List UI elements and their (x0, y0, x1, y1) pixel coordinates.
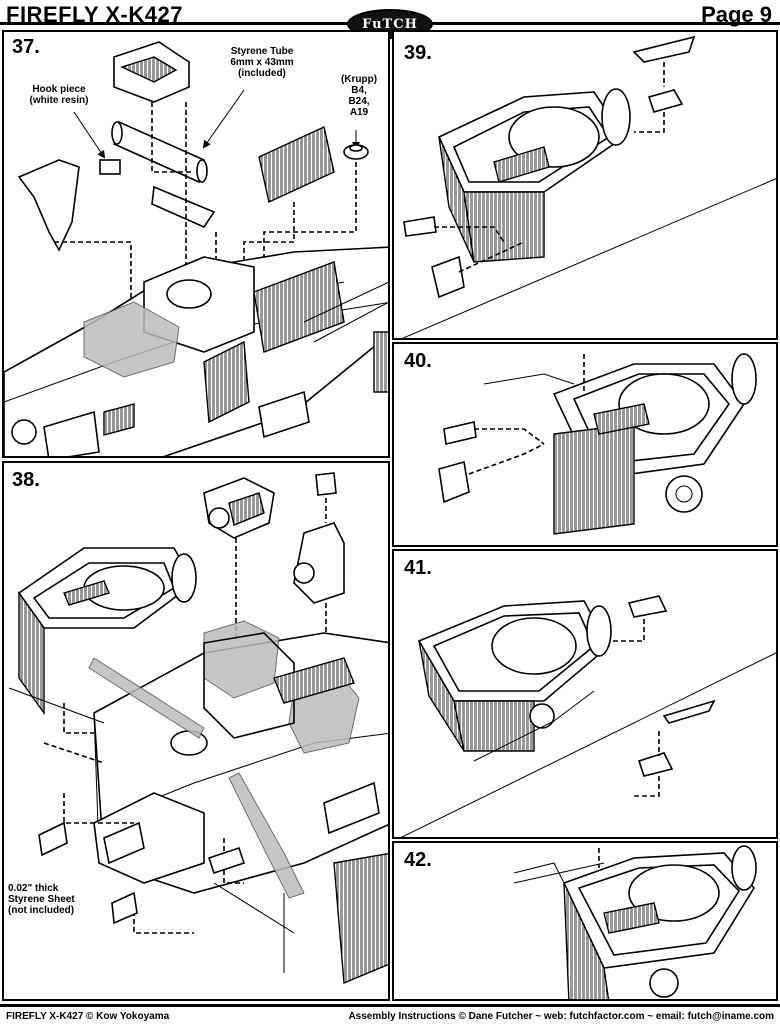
step-42-number: 42. (404, 849, 432, 871)
page-number: Page 9 (701, 2, 772, 27)
step-41-panel: 41. (392, 549, 778, 839)
step-40-illustration (394, 344, 757, 535)
step-37-panel: 37. Hook piece (white resin) Styrene Tub… (2, 30, 390, 458)
step-41-number: 41. (404, 557, 432, 579)
styrene-tube-label: Styrene Tube 6mm x 43mm (included) (230, 46, 294, 79)
step-40-number: 40. (404, 350, 432, 372)
step-39-illustration (402, 35, 776, 338)
logo-text: FuTCH (362, 16, 418, 32)
step-38-illustration (8, 472, 388, 985)
step-39-panel: 39. (392, 30, 778, 340)
styrene-sheet-label: 0.02" thick Styrene Sheet (not included) (8, 883, 75, 916)
krupp-label: (Krupp) B4, B24, A19 (340, 74, 378, 118)
step-42-panel: 42. (392, 841, 778, 1001)
step-40-panel: 40. (392, 342, 778, 547)
step-37-number: 37. (12, 36, 40, 58)
step-39-number: 39. (404, 42, 432, 64)
footer-copyright: FIREFLY X-K427 © Kow Yokoyama (6, 1011, 170, 1022)
step-42-illustration (513, 845, 757, 999)
hook-piece-label: Hook piece (white resin) (29, 84, 89, 106)
step-38-number: 38. (12, 469, 40, 491)
step-37-illustration (4, 41, 388, 456)
page-header: FIREFLY X-K427 FuTCH Page 9 (0, 0, 780, 39)
step-38-panel: 38. 0.02" thick Styrene Sheet (not inclu… (2, 461, 390, 1001)
step-41-illustration (400, 595, 776, 837)
page-footer: FIREFLY X-K427 © Kow Yokoyama Assembly I… (0, 1004, 780, 1027)
footer-credits: Assembly Instructions © Dane Futcher ~ w… (348, 1011, 774, 1022)
